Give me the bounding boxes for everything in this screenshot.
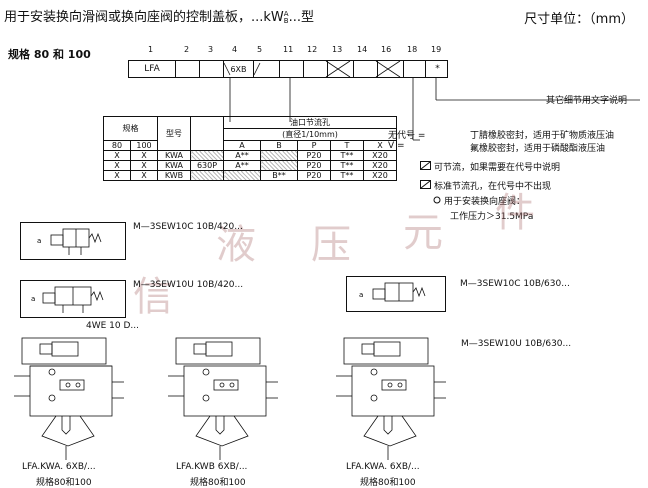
th-type: 型号 [157,116,191,151]
pos-2: 2 [184,45,190,54]
valve-label-4: 4WE 10 D... [86,321,139,331]
cell-3 [199,61,223,77]
cell-6xb: 6XB [223,61,253,77]
ordering-code-row: LFA 6XB * [128,60,448,78]
orifice-table: 规格 型号 油口节流孔 (直径1/10mm) 80 100 A B P T X … [103,116,397,181]
watermark-char: 信 [133,274,173,320]
caption-model-1: LFA.KWA. 6XB/... [22,462,96,472]
title-sub: B [283,16,289,25]
caption-spec-3: 规格80和100 [360,478,416,488]
seat-valve-icon [433,196,441,204]
cell-13 [327,61,353,77]
valve-label-1: M—3SEW10C 10B/420... [133,222,243,232]
pos-4: 4 [232,45,238,54]
seal-code-0: 无代号 = [388,131,426,141]
title-main: 用于安装换向滑阀或换向座阀的控制盖板，...kW [4,10,284,25]
valve-label-5: M—3SEW10U 10B/630... [461,339,572,349]
pos-19: 19 [431,45,442,54]
note-pressure: 工作压力＞31.5MPa [450,212,534,222]
cell-12 [303,61,327,77]
valve-label-2: M—3SEW10U 10B/420... [133,280,244,290]
cell-2 [175,61,199,77]
cell-star: * [425,61,449,77]
cell-16 [377,61,403,77]
pos-16: 16 [381,45,392,54]
spec-label: 规格 80 和 100 [8,48,91,61]
pos-18: 18 [407,45,418,54]
seal-desc-1: 氟橡胶密封，适用于磷酸酯液压油 [470,144,606,154]
standard-orifice-icon [420,180,431,189]
svg-text:a: a [37,237,41,245]
title-sup: A [283,9,289,18]
cell-18 [403,61,425,77]
pos-5: 5 [257,45,263,54]
pos-12: 12 [307,45,318,54]
note-for-seat: 用于安装换向座阀： [444,197,526,207]
cell-6xb-text: 6XB [230,64,247,74]
caption-spec-2: 规格80和100 [190,478,246,488]
units-label: 尺寸单位：（mm） [524,12,634,27]
svg-text:a: a [359,291,363,299]
solenoid-valve-icon: a [31,286,104,313]
solenoid-valve-icon: a [359,282,426,302]
caption-model-3: LFA.KWA. 6XB/... [346,462,420,472]
caption-spec-1: 规格80和100 [36,478,92,488]
watermark-char: 件 [495,190,535,236]
caption-model-2: LFA.KWB 6XB/... [176,462,248,472]
cell: X20 [363,170,397,181]
title-suffix: ...型 [288,10,314,25]
adjustable-orifice-icon [420,161,431,170]
solenoid-valve-icon: a [37,228,102,255]
watermark-char: 液 [216,222,256,268]
th-spec: 规格 [103,116,158,141]
valve-label-3: M—3SEW10C 10B/630... [460,279,570,289]
pos-13: 13 [332,45,343,54]
valve-symbol-2: a [20,280,126,318]
seal-desc-0: 丁腈橡胶密封，适用于矿物质液压油 [470,131,615,141]
pos-11: 11 [283,45,294,54]
note-standard: 标准节流孔，在代号中不出现 [434,182,552,192]
cell-11 [279,61,303,77]
cell-lfa: LFA [144,64,160,74]
watermark-char: 压 [311,222,351,268]
watermark-char: 元 [403,210,443,256]
detail-note: 其它细节用文字说明 [546,96,628,106]
cell-14 [353,61,377,77]
valve-symbol-1: a [20,222,126,260]
pos-3: 3 [208,45,214,54]
pos-14: 14 [357,45,368,54]
pos-1: 1 [148,45,154,54]
note-adjustable: 可节流，如果需要在代号中说明 [434,163,561,173]
valve-symbol-3: a [346,276,446,312]
cell-5 [253,61,279,77]
svg-text:a: a [31,295,35,303]
